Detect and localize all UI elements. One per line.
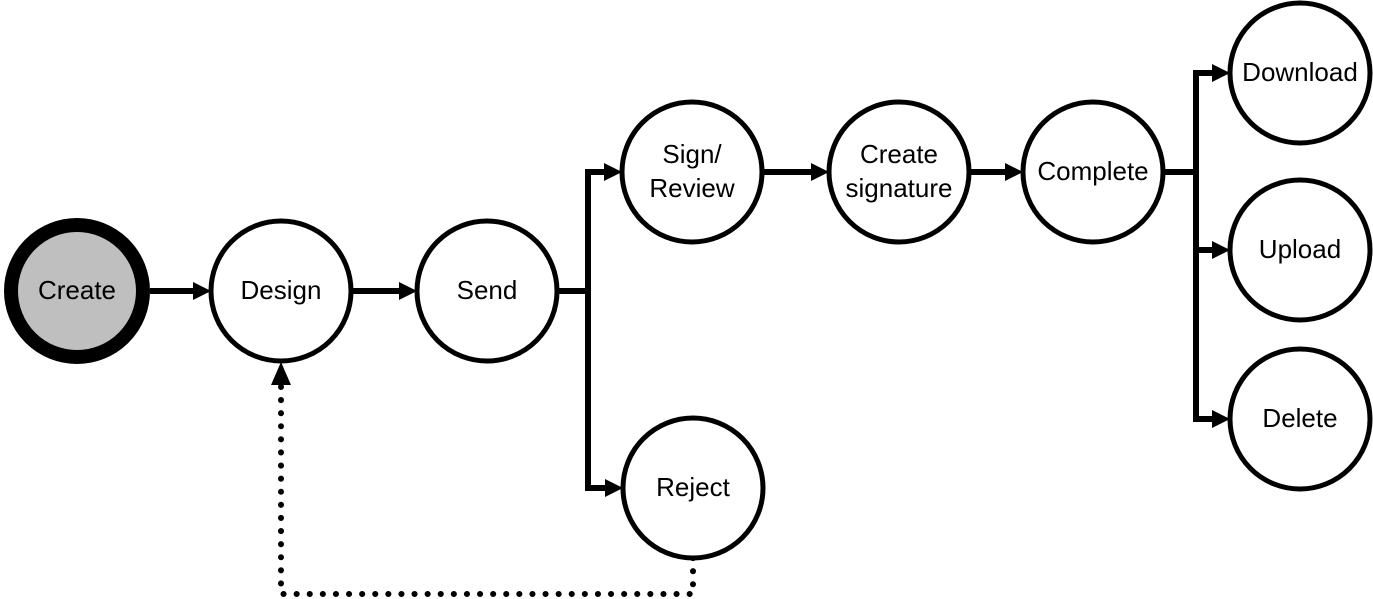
node-complete-label: Complete [1037,156,1148,186]
edge-reject-to-design-dotted [271,362,696,597]
edge-sign-review-to-create-signature [762,163,829,181]
node-download-label: Download [1242,57,1358,87]
node-reject-label: Reject [656,472,730,502]
node-send[interactable]: Send [414,218,560,364]
node-reject[interactable]: Reject [620,415,766,561]
node-design-label: Design [241,275,322,305]
node-sign-review-label-line1: Sign/ [662,139,722,169]
edge-create-to-design [150,282,211,300]
node-create-label: Create [38,275,116,305]
node-sign-review[interactable]: Sign/ Review [619,99,765,245]
node-create-signature-label-line2: signature [846,173,953,203]
edge-complete-to-upload [1196,241,1230,259]
edge-send-to-sign-review [588,163,622,181]
edge-send-branch-trunk [557,169,591,491]
node-sign-review-label-line2: Review [649,173,734,203]
edge-design-to-send [351,282,417,300]
edge-complete-branch-trunk [1163,70,1199,422]
node-design[interactable]: Design [208,218,354,364]
edge-create-signature-to-complete [969,163,1023,181]
node-create-signature-label-line1: Create [860,139,938,169]
edge-complete-to-download [1196,64,1230,82]
node-create[interactable]: Create [4,218,150,364]
edge-complete-to-delete [1196,410,1230,428]
node-upload-label: Upload [1259,234,1341,264]
node-send-label: Send [457,275,518,305]
node-create-signature[interactable]: Create signature [826,99,972,245]
node-download[interactable]: Download [1227,0,1373,146]
node-upload[interactable]: Upload [1227,177,1373,323]
node-complete[interactable]: Complete [1020,99,1166,245]
edge-send-to-reject [588,479,623,497]
node-delete-label: Delete [1262,403,1337,433]
node-delete[interactable]: Delete [1227,346,1373,492]
